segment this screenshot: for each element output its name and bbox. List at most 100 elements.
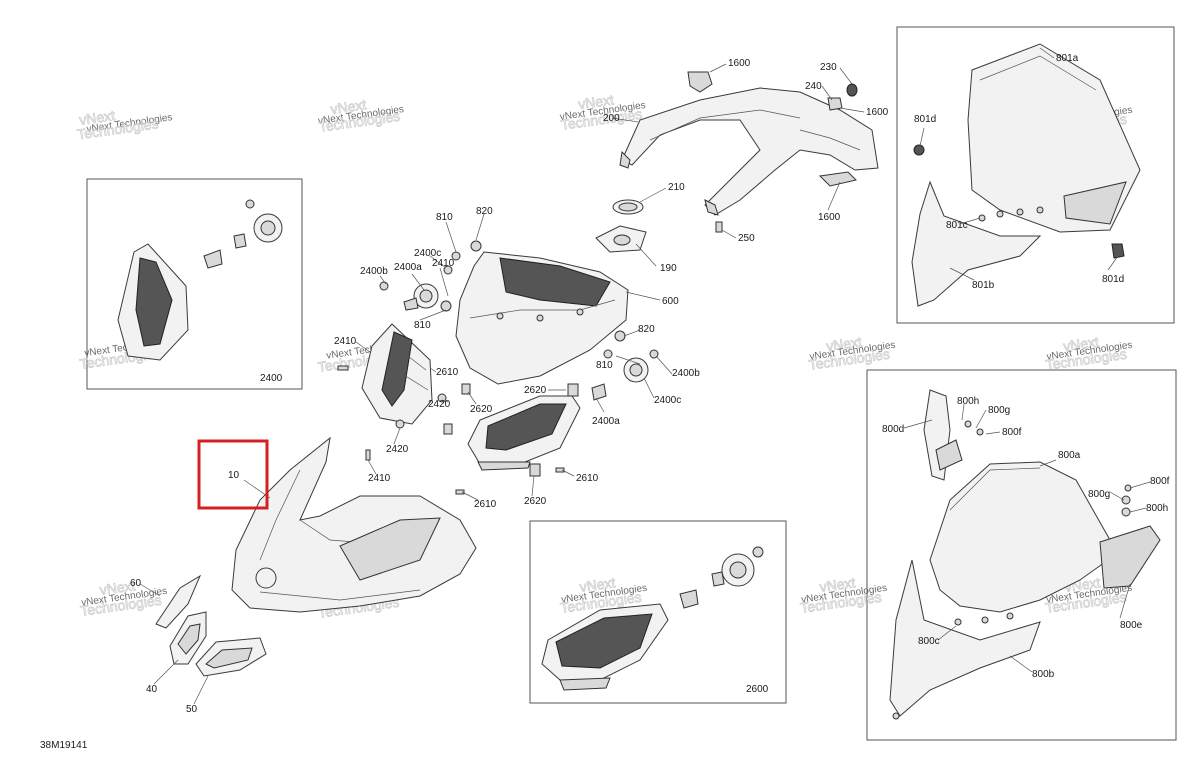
callout-2600-box: 2600 bbox=[746, 684, 769, 695]
callout-801c: 801c bbox=[946, 220, 968, 231]
callout-2420-b: 2420 bbox=[386, 444, 409, 455]
callout-2400c-left: 2400c bbox=[414, 248, 441, 259]
callout-820-top: 820 bbox=[476, 206, 493, 217]
detail-800-windshield bbox=[889, 389, 1161, 720]
part-2620-clip-right-bottom bbox=[529, 463, 541, 477]
callout-810-top: 810 bbox=[436, 212, 453, 223]
part-2420-screw-b bbox=[395, 419, 405, 429]
callout-2400a-right: 2400a bbox=[592, 416, 620, 427]
callout-2620-a: 2620 bbox=[470, 404, 493, 415]
part-250-screw bbox=[715, 221, 723, 233]
part-200-dash-support bbox=[619, 87, 879, 216]
part-40-vent bbox=[169, 611, 207, 665]
callout-2400a-left: 2400a bbox=[394, 262, 422, 273]
watermark-text: vNext bbox=[577, 91, 615, 112]
callout-1600-top: 1600 bbox=[728, 58, 751, 69]
callout-2610-a: 2610 bbox=[436, 367, 459, 378]
watermark-text: vNext bbox=[329, 96, 367, 117]
callout-800b: 800b bbox=[1032, 669, 1055, 680]
callout-801b: 801b bbox=[972, 280, 995, 291]
callout-600: 600 bbox=[662, 296, 679, 307]
callout-801a: 801a bbox=[1056, 53, 1079, 64]
callout-800h-top: 800h bbox=[957, 396, 979, 407]
part-2600-headlight-right bbox=[467, 395, 581, 471]
detail-box-801 bbox=[896, 26, 1175, 324]
watermark-text: vNext bbox=[99, 577, 137, 598]
leader-lines bbox=[139, 47, 1151, 705]
part-1600-bracket-top bbox=[687, 71, 713, 93]
detail-box-2400 bbox=[86, 178, 303, 390]
callout-810-right: 810 bbox=[596, 360, 613, 371]
part-190-plate bbox=[595, 225, 647, 253]
callout-800f-right: 800f bbox=[1150, 476, 1170, 487]
part-240-clip bbox=[827, 97, 843, 111]
callout-800d: 800d bbox=[882, 424, 904, 435]
watermark-text: vNext bbox=[78, 107, 116, 128]
part-210-ring bbox=[612, 199, 644, 215]
callout-10: 10 bbox=[228, 470, 240, 481]
callout-240: 240 bbox=[805, 81, 822, 92]
callout-230: 230 bbox=[820, 62, 837, 73]
part-2420-screw-a bbox=[437, 393, 447, 403]
callout-190: 190 bbox=[660, 263, 677, 274]
callout-210: 210 bbox=[668, 182, 685, 193]
detail-2400-headlight bbox=[117, 199, 283, 361]
part-2410-screw-c bbox=[365, 449, 371, 461]
callout-60: 60 bbox=[130, 578, 142, 589]
callout-2610-c: 2610 bbox=[474, 499, 497, 510]
callout-800h-right: 800h bbox=[1146, 503, 1168, 514]
highlight-box-callout-10[interactable] bbox=[197, 439, 269, 510]
part-600-headlight-housing bbox=[455, 251, 629, 385]
callout-1600-bottom: 1600 bbox=[818, 212, 841, 223]
part-10-front-fairing bbox=[231, 436, 477, 613]
part-2400-socket-right bbox=[591, 349, 659, 401]
callout-50: 50 bbox=[186, 704, 198, 715]
part-2410-headlight-left bbox=[361, 323, 433, 425]
callout-800c: 800c bbox=[918, 636, 940, 647]
callout-2410-left: 2410 bbox=[334, 336, 357, 347]
callout-2400-box: 2400 bbox=[260, 373, 283, 384]
diagram-id: 38M19141 bbox=[40, 740, 88, 751]
callout-1600-right: 1600 bbox=[866, 107, 889, 118]
part-230-clip bbox=[846, 83, 858, 97]
detail-801-windshield bbox=[911, 43, 1141, 307]
callout-800f-top: 800f bbox=[1002, 427, 1022, 438]
part-60-trim bbox=[155, 574, 202, 629]
part-2400-socket-left bbox=[379, 281, 439, 311]
watermark-text: vNext bbox=[825, 333, 863, 354]
part-2610-screw-right bbox=[555, 467, 565, 473]
callout-800g-top: 800g bbox=[988, 405, 1010, 416]
part-50-vent bbox=[195, 637, 267, 677]
watermark-text: vNext bbox=[1062, 333, 1100, 354]
callout-800e: 800e bbox=[1120, 620, 1143, 631]
callout-2410-b: 2410 bbox=[368, 473, 391, 484]
callout-801d-left: 801d bbox=[914, 114, 936, 125]
callout-810-mid: 810 bbox=[414, 320, 431, 331]
part-2620-clip-right-top bbox=[567, 383, 579, 397]
callout-2410-top: 2410 bbox=[432, 258, 455, 269]
callout-labels: 1600 200 230 240 1600 210 190 1600 250 6… bbox=[40, 53, 1170, 751]
detail-2600-headlight bbox=[541, 546, 764, 691]
part-1600-bracket-bottom bbox=[818, 171, 857, 187]
callout-40: 40 bbox=[146, 684, 158, 695]
callout-2620-c: 2620 bbox=[524, 496, 547, 507]
callout-2400c-right: 2400c bbox=[654, 395, 681, 406]
callout-2400b-left: 2400b bbox=[360, 266, 388, 277]
callout-801d-right: 801d bbox=[1102, 274, 1124, 285]
part-2610-screw-left bbox=[337, 365, 349, 371]
part-810-grommet-mid bbox=[440, 300, 452, 312]
part-2620-clip-left bbox=[461, 383, 471, 395]
callout-800a: 800a bbox=[1058, 450, 1081, 461]
part-2610-screw-bottom bbox=[455, 489, 465, 495]
callout-2610-b: 2610 bbox=[576, 473, 599, 484]
part-2620-clip-b bbox=[443, 423, 453, 435]
callout-820-right: 820 bbox=[638, 324, 655, 335]
callout-800g-right: 800g bbox=[1088, 489, 1110, 500]
part-820-grommet-top bbox=[470, 240, 482, 252]
callout-2420-a: 2420 bbox=[428, 399, 451, 410]
detail-box-2600 bbox=[529, 520, 787, 704]
callout-200: 200 bbox=[603, 113, 620, 124]
callout-250: 250 bbox=[738, 233, 755, 244]
watermark-text: vNext bbox=[579, 574, 617, 595]
